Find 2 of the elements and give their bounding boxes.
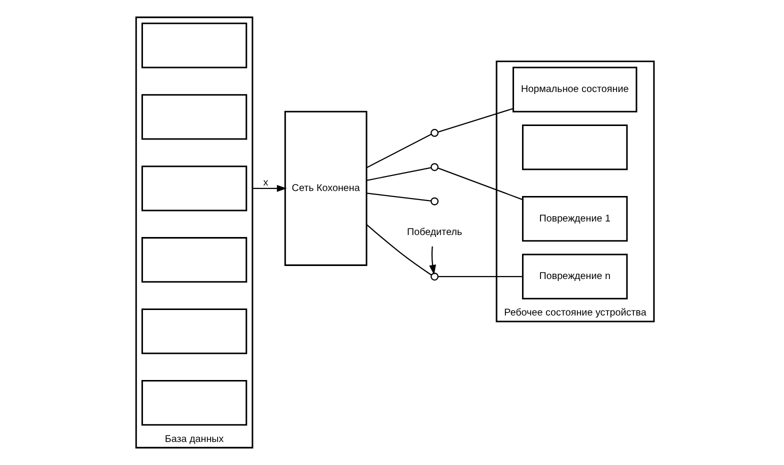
edge-label: x [263, 178, 268, 189]
node-text: Победитель [406, 227, 462, 238]
